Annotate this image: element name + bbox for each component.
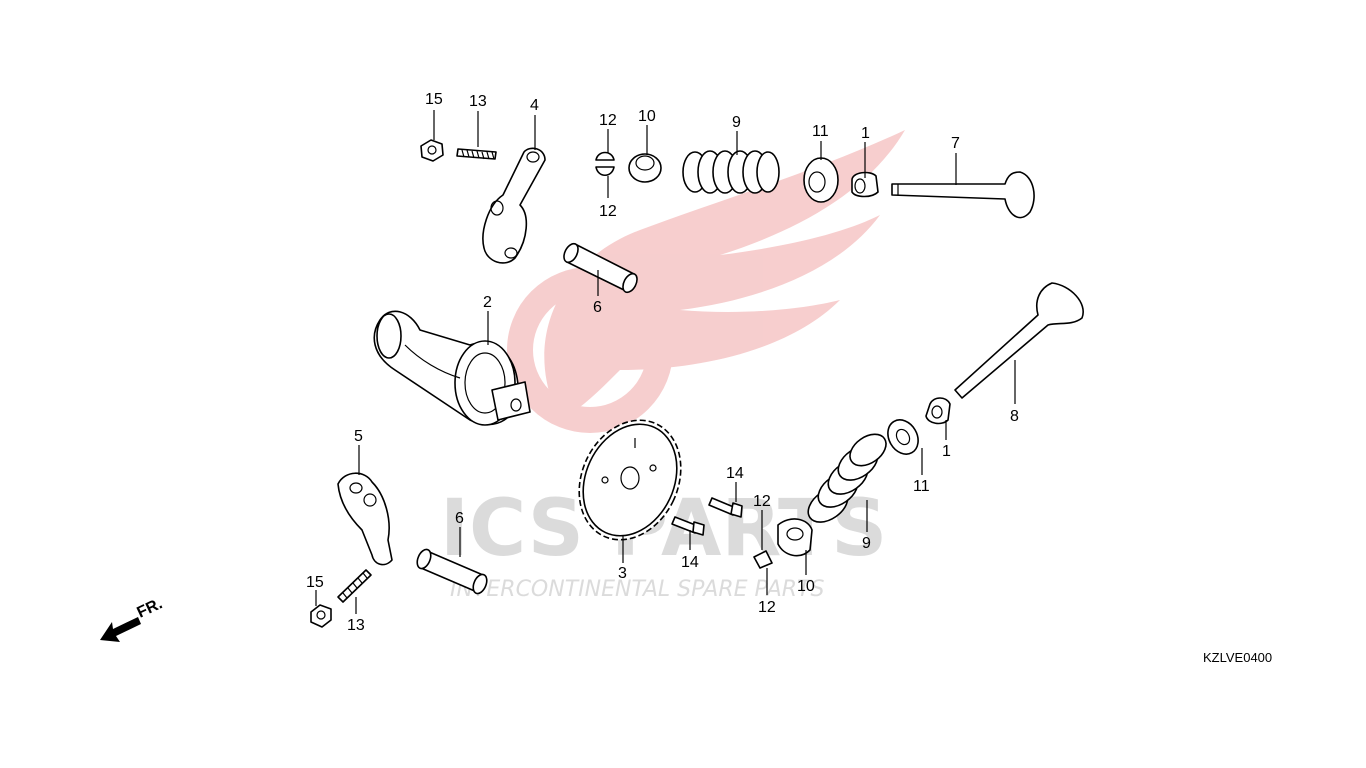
part-3-sprocket	[578, 419, 682, 541]
callout-12-lower-b: 12	[758, 599, 776, 616]
part-15-nut-upper	[420, 139, 444, 162]
part-11-washer-lower	[887, 419, 919, 455]
part-13-stud-lower	[337, 569, 372, 603]
part-5-rocker-arm-lower	[337, 472, 393, 566]
diagram-code: KZLVE0400	[1203, 650, 1273, 665]
part-4-rocker-arm	[482, 147, 546, 264]
part-6-shaft-lower	[416, 548, 488, 595]
callout-1-lower: 1	[942, 443, 951, 460]
part-1-seal-lower	[925, 397, 951, 425]
front-direction-marker: FR.	[100, 595, 165, 642]
callout-11-lower: 11	[913, 478, 930, 495]
callout-12-lower-a: 12	[753, 493, 771, 510]
part-2-camshaft	[373, 310, 531, 426]
part-14-bolt-b	[671, 516, 705, 536]
part-9-spring-lower	[807, 433, 887, 523]
callouts: 15 13 4 12 12 10 9 11 1 7 6 2 8 1 11 5 1…	[306, 91, 1019, 634]
callout-7: 7	[951, 135, 960, 152]
callout-6-lower: 6	[455, 510, 464, 527]
part-1-seal-upper	[851, 171, 879, 198]
part-6-shaft-upper	[563, 242, 638, 294]
part-12-cotter-upper	[595, 151, 615, 177]
callout-8: 8	[1010, 408, 1019, 425]
callout-2: 2	[483, 294, 492, 311]
callout-10-lower: 10	[797, 578, 815, 595]
part-11-washer-upper	[803, 157, 839, 203]
part-8-valve-lower	[954, 282, 1084, 399]
part-14-bolt-a	[708, 497, 743, 518]
front-marker-label: FR.	[135, 595, 166, 621]
callout-14-lower: 14	[681, 554, 699, 571]
callout-3: 3	[618, 565, 627, 582]
part-10-seat-upper	[628, 153, 662, 183]
callout-12-upper-a: 12	[599, 112, 617, 129]
callout-9-upper: 9	[732, 114, 741, 131]
part-15-nut-lower	[310, 604, 332, 628]
callout-4: 4	[530, 97, 539, 114]
part-9-spring-upper	[682, 150, 780, 194]
callout-5: 5	[354, 428, 363, 445]
callout-15-upper: 15	[425, 91, 443, 108]
callout-9-lower: 9	[862, 535, 871, 552]
callout-14-upper: 14	[726, 465, 744, 482]
callout-1-upper: 1	[861, 125, 870, 142]
part-12-cotter-lower	[753, 550, 773, 569]
callout-11-upper: 11	[812, 123, 829, 140]
callout-13-lower: 13	[347, 617, 365, 634]
watermark-subtitle: INTERCONTINENTAL SPARE PARTS	[450, 577, 824, 602]
callout-13-upper: 13	[469, 93, 487, 110]
part-13-stud-upper	[456, 148, 497, 160]
callout-12-upper-b: 12	[599, 203, 617, 220]
callout-10-upper: 10	[638, 108, 656, 125]
callout-6-upper: 6	[593, 299, 602, 316]
part-7-valve-upper	[891, 171, 1035, 219]
part-10-seat-lower	[777, 518, 813, 557]
leader-lines	[315, 110, 1016, 614]
callout-15-lower: 15	[306, 574, 324, 591]
